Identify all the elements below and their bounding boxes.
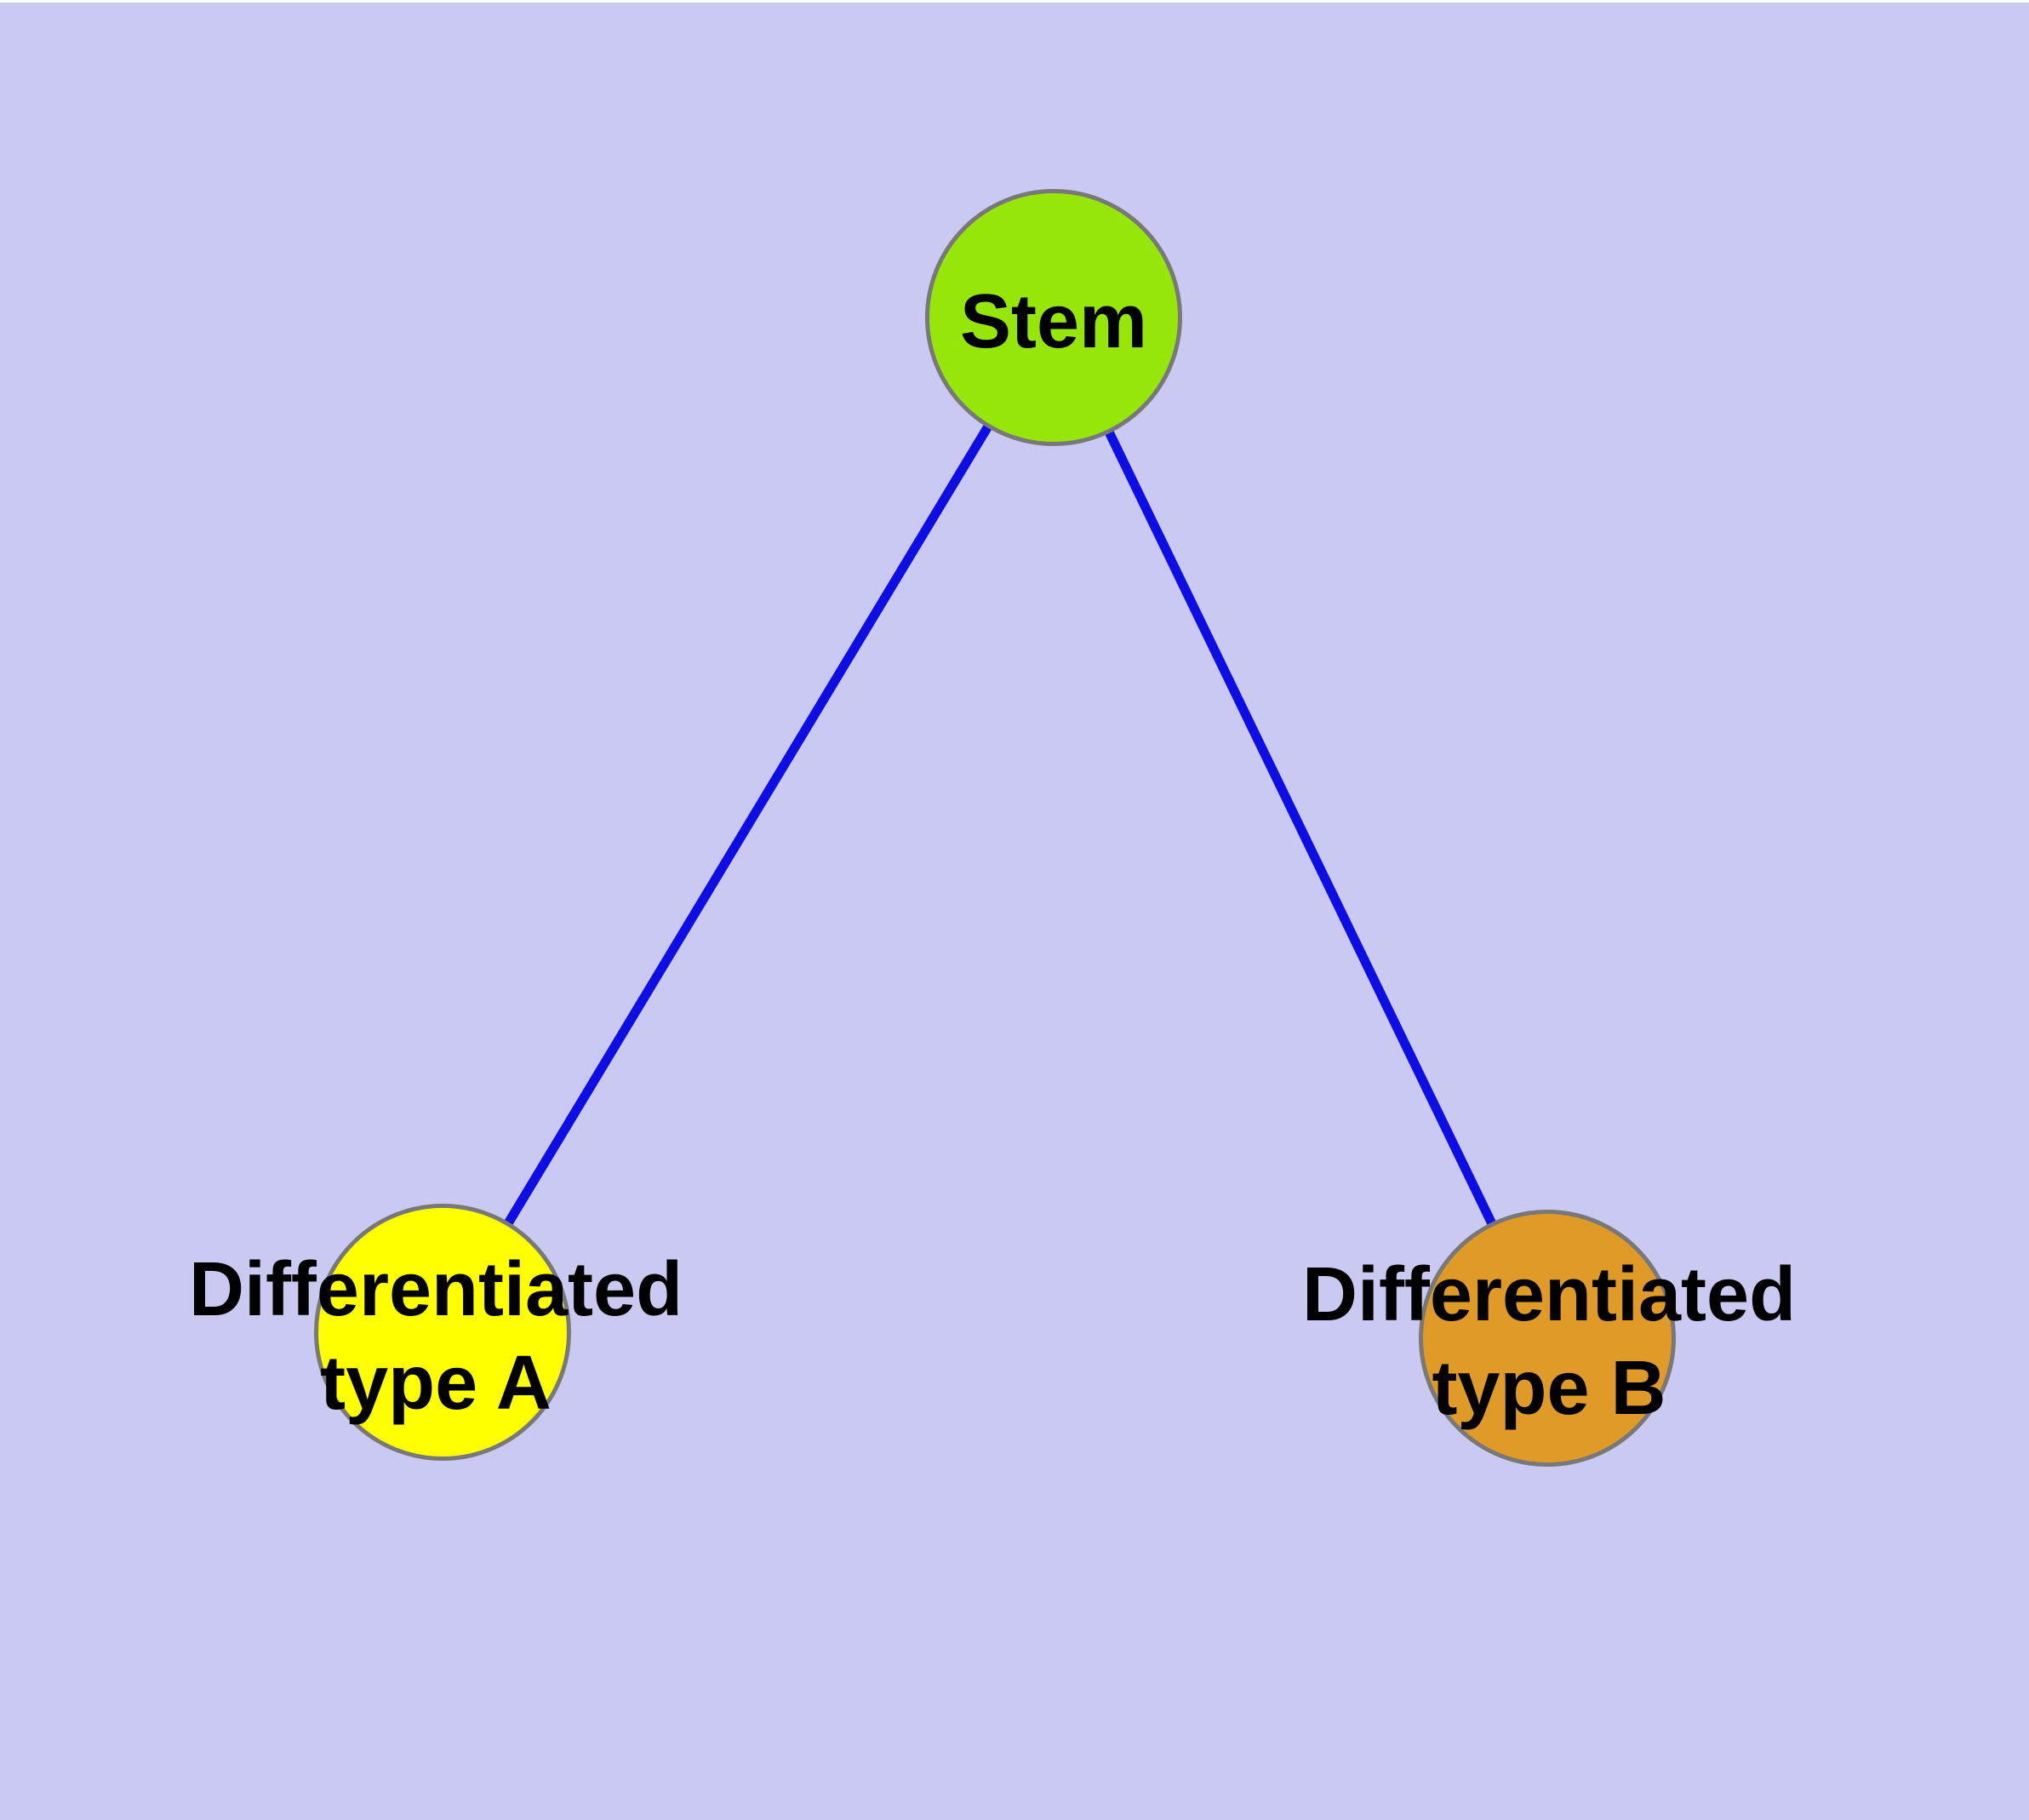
node-type-a-label-line-1: Differentiated [188, 1247, 683, 1332]
node-stem [925, 189, 1182, 446]
node-differentiated-type-a [314, 1204, 571, 1461]
node-differentiated-type-b [1419, 1210, 1676, 1467]
node-stem-label: Stem [960, 275, 1147, 369]
node-type-b-label: Differentiated type B [1302, 1248, 1796, 1435]
node-stem-label-text: Stem [959, 279, 1148, 364]
node-type-b-label-line-2: type B [1432, 1346, 1666, 1431]
node-type-a-label-line-2: type A [320, 1341, 552, 1426]
node-type-b-label-line-1: Differentiated [1301, 1252, 1797, 1337]
edge-stem-to-type-a [438, 315, 1058, 1335]
node-type-a-label: Differentiated type A [189, 1243, 683, 1430]
top-margin-strip [0, 0, 2029, 3]
edge-stem-to-type-b [1049, 315, 1552, 1341]
